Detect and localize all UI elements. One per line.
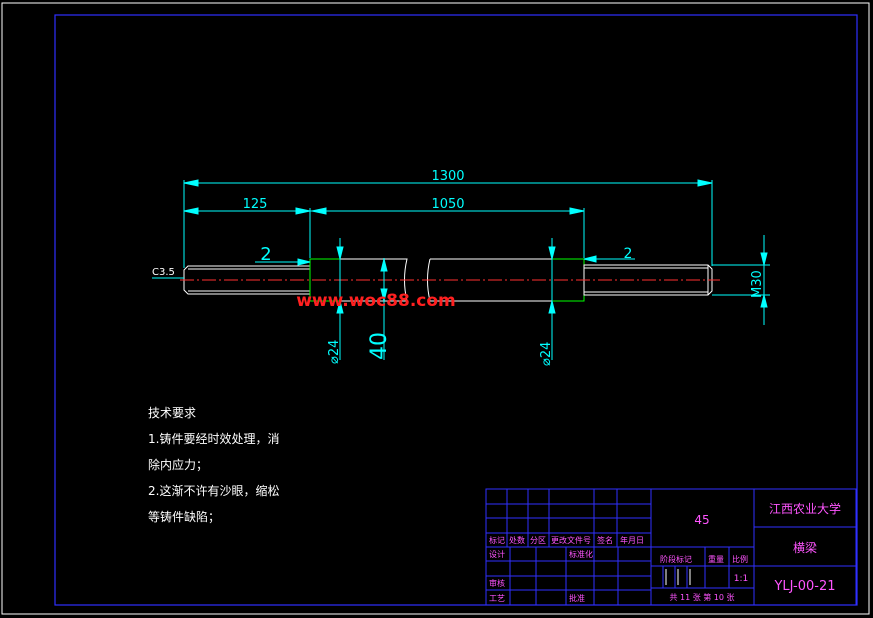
material-value: 45 (694, 513, 709, 527)
dim-text-chamfer-left: 2 (260, 244, 271, 265)
label-stage-mark: 阶段标记 (660, 554, 692, 564)
notes-title: 技术要求 (148, 406, 196, 420)
dim-text-125: 125 (243, 197, 268, 212)
label-weight: 重量 (708, 554, 724, 564)
arrow-dia-main-bottom (380, 288, 388, 302)
arrow-dia-main-top (380, 258, 388, 272)
header-date: 年月日 (620, 535, 644, 545)
header-mark: 标记 (489, 535, 505, 545)
label-approve: 批准 (569, 593, 585, 603)
technical-notes: 技术要求 1.铸件要经时效处理，消 除内应力； 2.这渐不许有沙眼，缩松 等铸件… (148, 406, 279, 524)
label-scale: 比例 (732, 554, 748, 564)
dim-text-dia-main: 40 (367, 332, 392, 360)
label-process: 工艺 (489, 594, 505, 603)
notes-line-4: 等铸件缺陷； (148, 509, 220, 524)
arrow-overall-left (183, 179, 199, 187)
watermark-text: www.woc88.com (296, 291, 456, 311)
notes-line-1: 1.铸件要经时效处理，消 (148, 431, 279, 446)
dim-text-1050: 1050 (431, 197, 464, 212)
stage-mark-ticks (665, 569, 691, 585)
arrow-125-left (183, 207, 199, 215)
header-change-doc: 更改文件号 (551, 535, 591, 545)
dim-text-overall: 1300 (431, 169, 464, 184)
label-design: 设计 (489, 549, 505, 559)
dimensions (152, 179, 770, 360)
school-name: 江西农业大学 (769, 501, 841, 516)
arrow-thread-top (760, 252, 768, 266)
arrow-overall-right (697, 179, 713, 187)
notes-line-2: 除内应力； (148, 457, 208, 472)
notes-line-3: 2.这渐不许有沙眼，缩松 (148, 483, 279, 498)
dim-text-chamfer-spec: C3.5 (152, 267, 175, 278)
header-count: 处数 (509, 535, 525, 545)
arrow-thread-bottom (760, 294, 768, 308)
dim-text-thread: M30 (750, 270, 765, 298)
arrow-chamfer-left (297, 258, 311, 266)
header-signature: 签名 (597, 535, 613, 545)
drawing-number: YLJ-00-21 (773, 579, 835, 594)
arrow-125-right (295, 207, 311, 215)
arrow-dia-left-top (336, 246, 344, 260)
dim-text-dia-left: ⌀24 (327, 340, 342, 364)
dim-text-dia-right: ⌀24 (539, 342, 554, 366)
header-zone: 分区 (530, 536, 546, 545)
arrow-chamfer-right (583, 255, 597, 263)
dim-text-chamfer-right: 2 (624, 246, 633, 262)
label-standardize: 标准化 (569, 549, 593, 559)
arrow-1050-left (311, 207, 327, 215)
arrow-dia-left-bottom (336, 300, 344, 314)
arrow-1050-right (569, 207, 585, 215)
arrow-dia-right-bottom (548, 300, 556, 314)
label-review: 审核 (489, 578, 505, 588)
main-body-right (427, 258, 553, 302)
scale-value: 1:1 (734, 574, 748, 584)
part-name: 横梁 (793, 540, 817, 555)
sheet-info: 共 11 张 第 10 张 (669, 592, 734, 602)
drawing-border (54, 14, 858, 606)
arrow-dia-right-top (548, 246, 556, 260)
title-block (485, 488, 857, 606)
